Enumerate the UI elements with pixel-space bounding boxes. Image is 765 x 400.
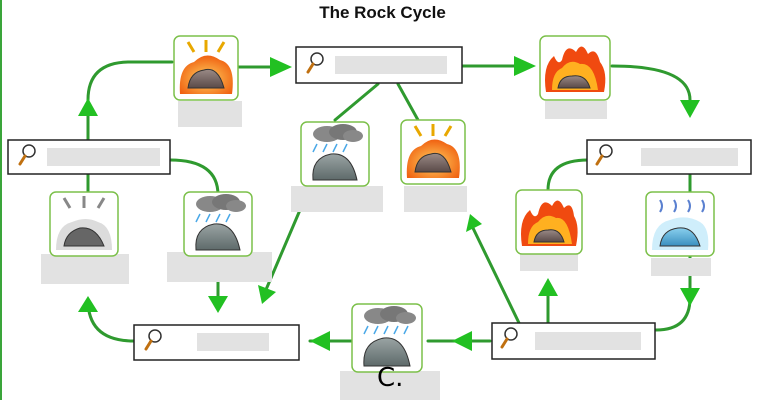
magnifier-icon[interactable] [500,327,518,349]
label-blank [535,332,641,350]
arrowhead-down-weathering [208,296,228,313]
melting-rock-icon[interactable] [515,189,583,255]
label-blank [641,148,738,166]
weathering-rock-icon[interactable] [351,303,423,373]
magnifier-icon[interactable] [306,52,324,74]
label-blank [47,148,160,166]
arrowhead-down-left-center [258,285,276,304]
compaction-rock-icon[interactable] [49,191,119,257]
answer-blank-right-cooling [651,258,711,276]
arrow-right-box-to-melting-tile [546,158,590,192]
magnifier-icon[interactable] [18,144,36,166]
label-blank [335,56,447,74]
label-box-bottom-left[interactable] [133,324,300,361]
arrowhead-right-melting [514,56,536,76]
heat-pressure-rock-icon[interactable] [173,35,239,101]
label-blank [197,333,269,351]
arrowhead-left-bottom-left-box [310,331,330,351]
cooling-rock-icon[interactable] [645,191,715,257]
melting-rock-icon[interactable] [539,35,611,101]
answer-blanks[interactable] [41,101,711,400]
magnifier-icon[interactable] [144,329,162,351]
label-box-left[interactable] [7,139,171,175]
label-box-top[interactable] [295,46,463,84]
arrowhead-up-bottom-left [78,296,98,312]
magnifier-icon[interactable] [595,144,613,166]
arrowhead-left-bottom-tile [452,331,472,351]
arrowhead-up-diag [466,214,482,232]
arrow-left-box-to-weathering [168,158,220,197]
weathering-rock-icon[interactable] [183,191,253,257]
arrow-left-box-to-top-tile [86,60,174,144]
question-caption: C. [377,363,404,393]
arrowhead-up-left [78,98,98,116]
arrow-melting-to-right-box [610,64,692,114]
answer-blank-left-weathering [167,252,272,282]
answer-blank-center-weathering [291,186,383,212]
diagram-title: The Rock Cycle [319,3,446,22]
answer-blank-bottom-tile [340,371,440,400]
answer-blank-top-tile [178,101,242,127]
label-box-right[interactable] [586,139,752,175]
arrowhead-right-top-box [270,57,292,77]
label-box-bottom-right[interactable] [491,322,656,360]
answer-blank-top-right-tile [545,101,607,119]
arrowhead-down-bottom-right-box [680,288,700,306]
arrow-bottom-right-up-diag [470,224,522,327]
arrowheads [78,56,700,351]
arrow-bottom-left-box-up [86,298,136,343]
arrowhead-down-right-box [680,100,700,118]
answer-blank-center-pressure [404,186,467,212]
weathering-rock-icon[interactable] [300,121,370,187]
heat-pressure-rock-icon[interactable] [400,119,466,185]
arrowhead-up-melting [538,278,558,296]
answer-blank-left-compaction [41,254,129,284]
arrow-top-box-to-center-pressure [396,82,420,122]
answer-blank-right-melting [520,253,578,271]
arrow-top-box-to-center-weathering [333,82,380,122]
left-frame-border [0,0,2,400]
arrow-bottom-right-box-loop [654,296,692,332]
